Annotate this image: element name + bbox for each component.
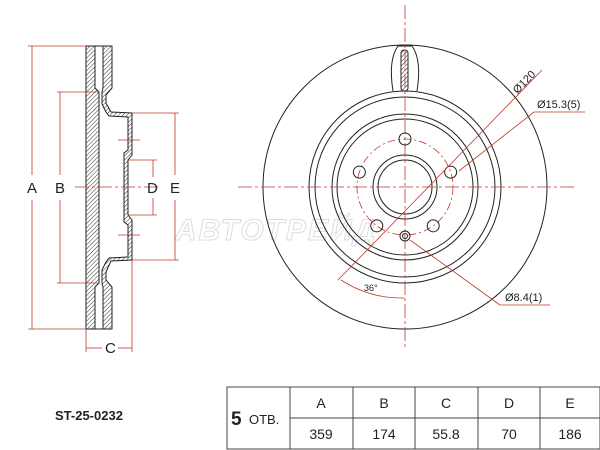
side-view: A B D E C [27,45,180,357]
holes-count: 5 [231,409,242,430]
header-d: D [504,395,514,411]
header-e: E [565,395,574,411]
watermark: АВТОТРЕЙД [174,212,377,247]
value-e: 186 [558,426,582,442]
vent-slot [400,49,409,92]
value-b: 174 [372,426,396,442]
bolt-hole [370,219,384,233]
pcd-note: Ø120 [511,69,538,97]
angle-note: 36° [364,283,378,293]
header-c: C [441,395,451,411]
dim-label-b: B [55,180,65,197]
dim-label-d: D [147,180,158,197]
outer-plate-hub-section [101,45,133,330]
bolt-holes [352,132,458,233]
angle-arc [340,279,405,299]
value-d: 70 [501,426,517,442]
header-a: A [316,395,326,411]
small-hole-note: Ø8.4(1) [505,292,542,304]
bolt-hole [398,132,412,146]
inner-plate-section [85,45,100,330]
header-b: B [379,395,388,411]
dim-label-c: C [105,340,116,357]
front-view: Ø120 Ø15.3(5) Ø8.4(1) 36° [238,5,585,350]
bolt-hole-note: Ø15.3(5) [537,99,580,111]
pcd-leader [337,69,543,281]
value-a: 359 [309,426,333,442]
dim-label-e: E [170,180,180,197]
bolt-hole [352,165,366,179]
dimensions-table: 5 ОТВ. A B C D E 359 174 55.8 70 186 [226,386,600,450]
part-number: ST-25-0232 [55,408,123,423]
value-c: 55.8 [432,426,459,442]
holes-label: ОТВ. [249,412,279,427]
locating-hole [399,230,411,242]
dim-label-a: A [27,180,37,197]
bolt-hole [426,219,440,233]
bolt-hole [444,165,458,179]
